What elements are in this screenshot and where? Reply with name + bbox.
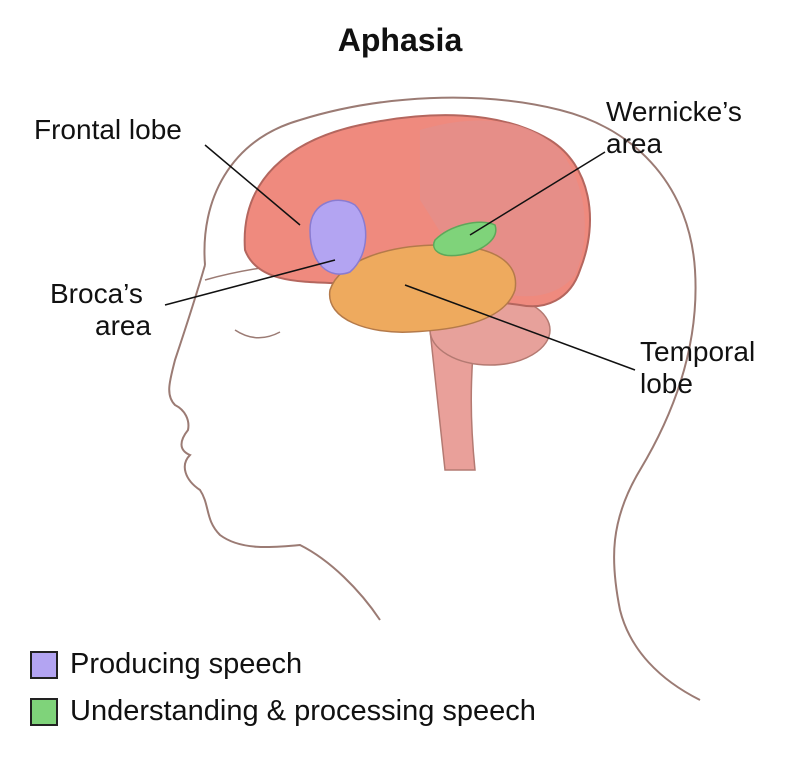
broca-area: [309, 199, 367, 275]
brainstem: [429, 329, 476, 471]
label-broca-line2: area: [95, 310, 152, 341]
broca-leader: [164, 259, 336, 306]
eye: [234, 329, 281, 339]
label-wernicke-line1: Wernicke’s: [606, 96, 742, 127]
frontal-lobe-leader: [204, 144, 301, 226]
label-broca-line1: Broca’s: [50, 278, 143, 309]
label-wernicke-line2: area: [606, 128, 663, 159]
temporal-leader: [404, 284, 636, 371]
head-outline: [168, 96, 701, 701]
label-temporal-line2: lobe: [640, 368, 693, 399]
legend-label: Producing speech: [70, 648, 303, 680]
legend-label: Understanding & processing speech: [70, 695, 536, 727]
legend-item-understanding: Understanding & processing speech: [30, 695, 536, 728]
diagram-title: Aphasia: [337, 22, 463, 58]
temporal-lobe: [329, 244, 517, 333]
label-temporal: Temporal lobe: [640, 336, 755, 400]
wernicke-area: [433, 221, 497, 257]
wernicke-leader: [469, 151, 606, 236]
legend-swatch-green: [30, 697, 58, 726]
label-broca: Broca’s area: [50, 278, 151, 342]
label-temporal-line1: Temporal: [640, 336, 756, 367]
label-wernicke: Wernicke’s area: [606, 96, 742, 160]
legend-item-producing: Producing speech: [30, 648, 302, 681]
legend-swatch-purple: [30, 650, 58, 679]
label-frontal-lobe: Frontal lobe: [34, 114, 182, 145]
